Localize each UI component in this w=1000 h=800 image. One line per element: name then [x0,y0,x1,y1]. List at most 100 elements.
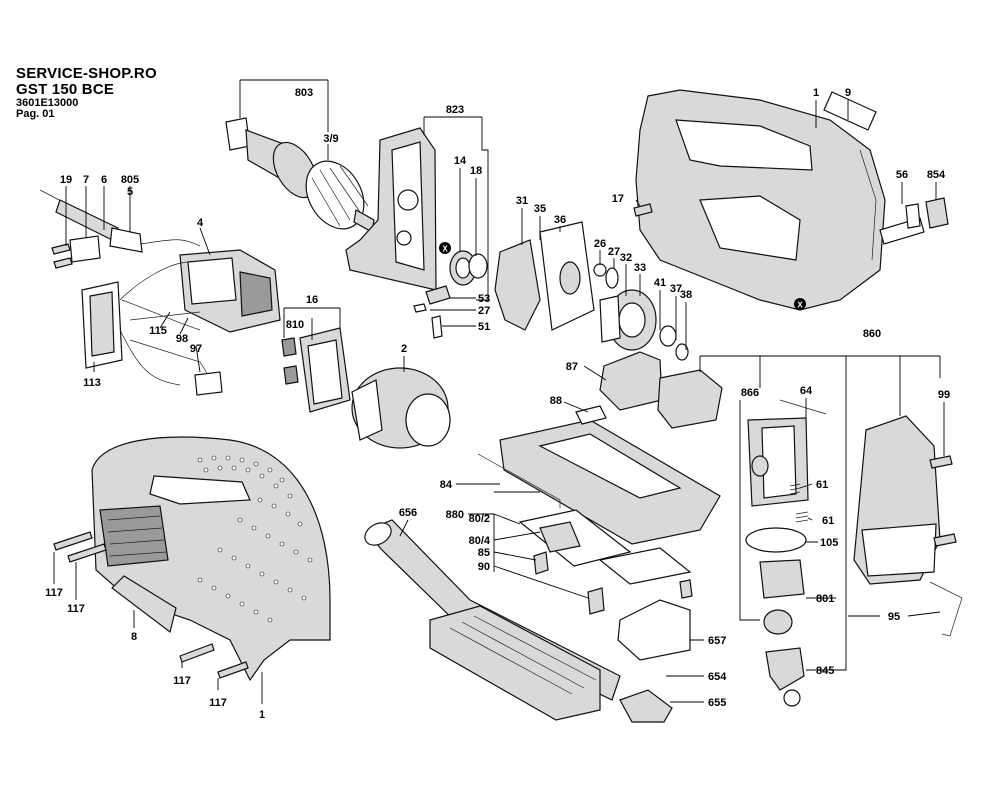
power-cord [39,189,201,253]
marker-x-2-text: X [797,301,803,310]
label-36: 36 [554,214,566,226]
shop-name: SERVICE-SHOP.RO [16,65,157,82]
gear-wheel [593,263,689,361]
label-810: 810 [286,319,304,331]
label-37: 37 [670,283,682,295]
stroke-rod-assembly [747,399,827,507]
cable-clamp [51,235,101,269]
hex-key [477,453,561,508]
label-98: 98 [176,333,188,345]
label-53: 53 [478,293,490,305]
pins [413,285,451,339]
label-95: 95 [888,611,900,623]
pin-17 [633,203,653,217]
electronic-module [81,281,201,386]
label-26: 26 [594,238,606,250]
part-number: 3601E13000 [16,96,79,109]
pendulum-plates [494,221,595,331]
label-56: 56 [896,169,908,181]
label-1-bottom: 1 [259,709,265,721]
label-plate [111,575,177,634]
label-117-b: 117 [67,603,85,615]
label-41: 41 [654,277,666,289]
label-801: 801 [816,593,834,605]
gear-housing-plate [345,127,437,291]
screws [53,531,249,679]
label-115: 115 [149,325,167,337]
label-32: 32 [620,252,632,264]
housing-half-right [635,89,886,311]
adjustment-knob [879,197,949,245]
tool-model: GST 150 BCE [16,80,115,98]
label-31: 31 [516,195,528,207]
label-19: 19 [60,174,72,186]
label-656: 656 [399,507,417,519]
label-6: 6 [101,174,107,186]
part-labels: 803 3/9 823 14 18 1 9 19 7 6 805 5 4 31 … [45,87,950,721]
label-8: 8 [131,631,137,643]
label-61-bottom: 61 [822,515,834,527]
wiring [129,339,223,396]
label-35: 35 [534,203,546,215]
base-shoe [429,605,601,721]
label-33: 33 [634,262,646,274]
label-80-2: 80/2 [469,513,490,525]
label-61-top: 61 [816,479,828,491]
label-105: 105 [820,537,838,549]
label-16: 16 [306,294,318,306]
marker-x-1: X [439,242,451,254]
label-38: 38 [680,289,692,301]
armature [225,117,375,233]
label-823: 823 [446,104,464,116]
label-27-bottom: 27 [478,305,490,317]
label-655: 655 [708,697,726,709]
label-113: 113 [83,377,101,389]
label-87: 87 [566,361,578,373]
label-805: 805 [121,174,139,186]
anti-splinter-insert [619,689,673,723]
label-84: 84 [440,479,453,491]
label-90: 90 [478,561,490,573]
label-7: 7 [83,174,89,186]
label-17: 17 [612,193,624,205]
label-657: 657 [708,635,726,647]
label-866: 866 [741,387,759,399]
label-3-9: 3/9 [323,133,338,145]
label-803: 803 [295,87,313,99]
label-9: 9 [845,87,851,99]
page-number: Pag. 01 [16,108,55,121]
label-97: 97 [190,343,202,355]
slide-plate [518,509,692,585]
label-99: 99 [938,389,950,401]
label-654: 654 [708,671,727,683]
housing-half-left [91,436,331,682]
label-18: 18 [470,165,482,177]
label-845: 845 [816,665,834,677]
stator [351,367,451,449]
label-117-c: 117 [173,675,191,687]
label-80-4: 80/4 [469,535,491,547]
marker-x-1-text: X [442,245,448,254]
label-880: 880 [446,509,464,521]
base-screws [533,551,693,615]
label-51: 51 [478,321,490,333]
chip-guard [617,599,691,661]
brush-holder [281,327,351,413]
label-1-top: 1 [813,87,819,99]
label-5: 5 [127,186,133,198]
label-860: 860 [863,328,881,340]
label-64: 64 [800,385,813,397]
label-2: 2 [401,343,407,355]
front-housing [853,415,963,637]
leader-lines [53,79,945,704]
label-854: 854 [927,169,946,181]
label-117-d: 117 [209,697,227,709]
diagram-header: SERVICE-SHOP.RO GST 150 BCE 3601E13000 P… [16,66,157,121]
lifting-guide [599,351,723,429]
label-88: 88 [550,395,562,407]
label-117-a: 117 [45,587,63,599]
label-85: 85 [478,547,490,559]
label-14: 14 [454,155,467,167]
bearing [449,250,488,286]
